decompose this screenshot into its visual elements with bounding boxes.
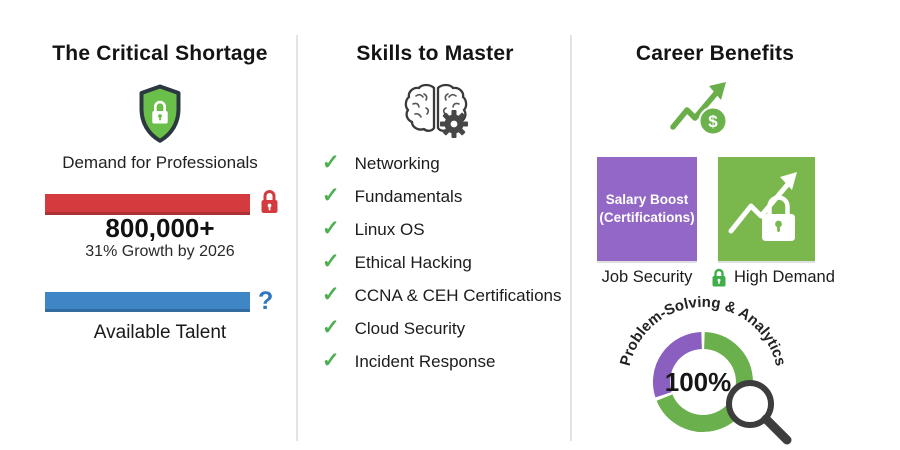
demand-label: Demand for Professionals: [62, 153, 258, 172]
donut-purple-segment: [653, 332, 703, 398]
shield-lock-icon: [137, 84, 183, 145]
check-icon: ✓: [322, 250, 340, 273]
skill-label: Ethical Hacking: [354, 252, 472, 272]
benefits-section-title: Career Benefits: [635, 42, 795, 65]
list-item: ✓ Fundamentals: [322, 180, 582, 213]
skill-label: Networking: [354, 153, 440, 173]
arrow-lock-icon: [728, 172, 797, 241]
growth-note: 31% Growth by 2026: [85, 243, 235, 260]
check-icon: ✓: [322, 184, 340, 207]
shortage-section-title: The Critical Shortage: [52, 42, 268, 65]
skill-label: Incident Response: [354, 351, 496, 371]
check-icon: ✓: [322, 283, 340, 306]
magnifier-icon: [726, 380, 792, 445]
high-demand-box: [718, 157, 815, 261]
skill-label: Cloud Security: [354, 318, 466, 338]
check-icon: ✓: [322, 349, 340, 372]
donut-percent: 100%: [665, 367, 732, 397]
list-item: ✓ Cloud Security: [322, 312, 582, 345]
benefit-labels-row: Job Security High Demand: [590, 267, 840, 289]
green-lock-icon: [710, 267, 728, 288]
high-demand-label: High Demand: [734, 268, 835, 286]
red-lock-icon: [258, 188, 281, 220]
list-item: ✓ Ethical Hacking: [322, 246, 582, 279]
skill-label: Linux OS: [354, 219, 425, 239]
skill-label: Fundamentals: [354, 186, 463, 206]
dollar-glyph: $: [708, 112, 718, 131]
check-icon: ✓: [322, 151, 340, 174]
skill-label: CCNA & CEH Certifications: [354, 285, 562, 305]
list-item: ✓ CCNA & CEH Certifications: [322, 279, 582, 312]
skills-section-title: Skills to Master: [356, 42, 514, 65]
demand-value: 800,000+: [105, 213, 215, 243]
job-security-label: Job Security: [601, 268, 693, 286]
talent-label: Available Talent: [93, 322, 227, 343]
question-mark: ?: [258, 287, 274, 315]
list-item: ✓ Linux OS: [322, 213, 582, 246]
check-icon: ✓: [322, 316, 340, 339]
check-icon: ✓: [322, 217, 340, 240]
demand-bar: [45, 193, 250, 215]
demand-bar-row: [45, 188, 281, 220]
list-item: ✓ Incident Response: [322, 345, 582, 378]
column-divider-2: [570, 35, 572, 441]
skills-list: ✓ Networking ✓ Fundamentals ✓ Linux OS ✓…: [322, 147, 582, 378]
talent-bar-row: ?: [45, 289, 273, 314]
talent-bar: [45, 291, 250, 312]
list-item: ✓ Networking: [322, 147, 582, 180]
problem-solving-donut-chart: Problem-Solving & Analytics 100%: [585, 292, 855, 450]
salary-boost-label: Salary Boost (Certifications): [599, 192, 695, 225]
column-divider-1: [296, 35, 298, 441]
salary-boost-box: Salary Boost (Certifications): [597, 157, 697, 261]
donut-caption: Problem-Solving & Analytics: [617, 294, 789, 368]
brain-gear-icon: [402, 82, 470, 138]
growth-dollar-icon: $: [668, 76, 732, 138]
